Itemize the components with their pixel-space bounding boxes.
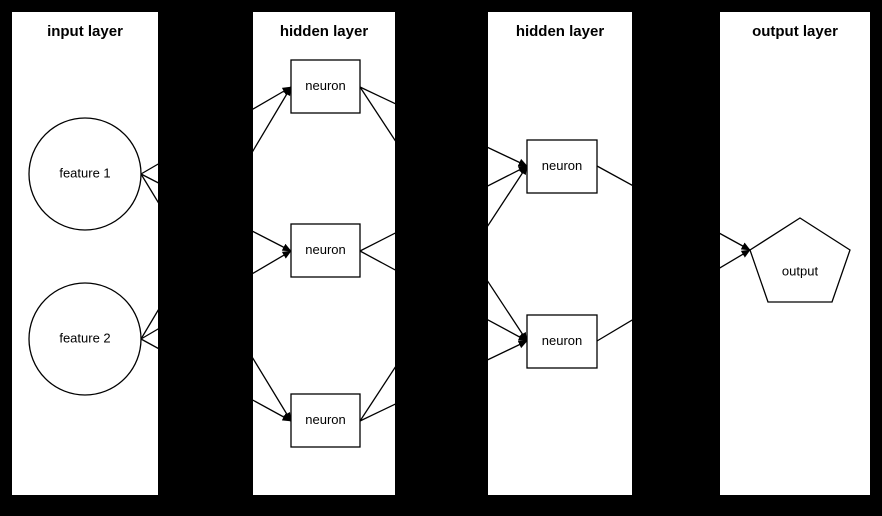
gutter-4 <box>870 0 882 516</box>
node-output-1-pentagon[interactable] <box>749 217 851 303</box>
gutter-2 <box>395 0 488 516</box>
gutter-3 <box>632 0 720 516</box>
node-hidden1-3-box[interactable] <box>290 393 361 448</box>
node-output-1-label: output <box>782 263 819 278</box>
layer-title-output: output layer <box>752 23 838 40</box>
layer-title-hidden2: hidden layer <box>516 23 605 40</box>
node-hidden1-3-label: neuron <box>305 412 345 427</box>
layer-titles: input layer hidden layer hidden layer outpu… <box>47 23 838 40</box>
node-hidden2-1-label: neuron <box>542 158 582 173</box>
layer-title-input: input layer <box>47 23 123 40</box>
layer-panel-hidden2 <box>488 12 632 495</box>
band-top <box>0 0 882 12</box>
gutter-1 <box>158 0 253 516</box>
node-hidden1-1-label: neuron <box>305 78 345 93</box>
node-hidden2-1-box[interactable] <box>526 139 598 194</box>
node-hidden2-2-box[interactable] <box>526 314 598 369</box>
node-input-2-circle[interactable] <box>28 282 142 396</box>
node-hidden1-1-box[interactable] <box>290 59 361 114</box>
node-hidden1-2-label: neuron <box>305 242 345 257</box>
node-hidden2-2-label: neuron <box>542 333 582 348</box>
node-hidden1-2-box[interactable] <box>290 223 361 278</box>
band-bottom <box>0 495 882 516</box>
layer-title-hidden1: hidden layer <box>280 23 369 40</box>
node-input-2-label: feature 2 <box>59 330 110 345</box>
layer-panel-input <box>12 12 158 495</box>
layer-nodes: feature 1 feature 2 neuron neuron neuron neur… <box>28 59 851 448</box>
node-input-1-circle[interactable] <box>28 117 142 231</box>
node-input-1-label: feature 1 <box>59 165 110 180</box>
gutter-0 <box>0 0 12 516</box>
